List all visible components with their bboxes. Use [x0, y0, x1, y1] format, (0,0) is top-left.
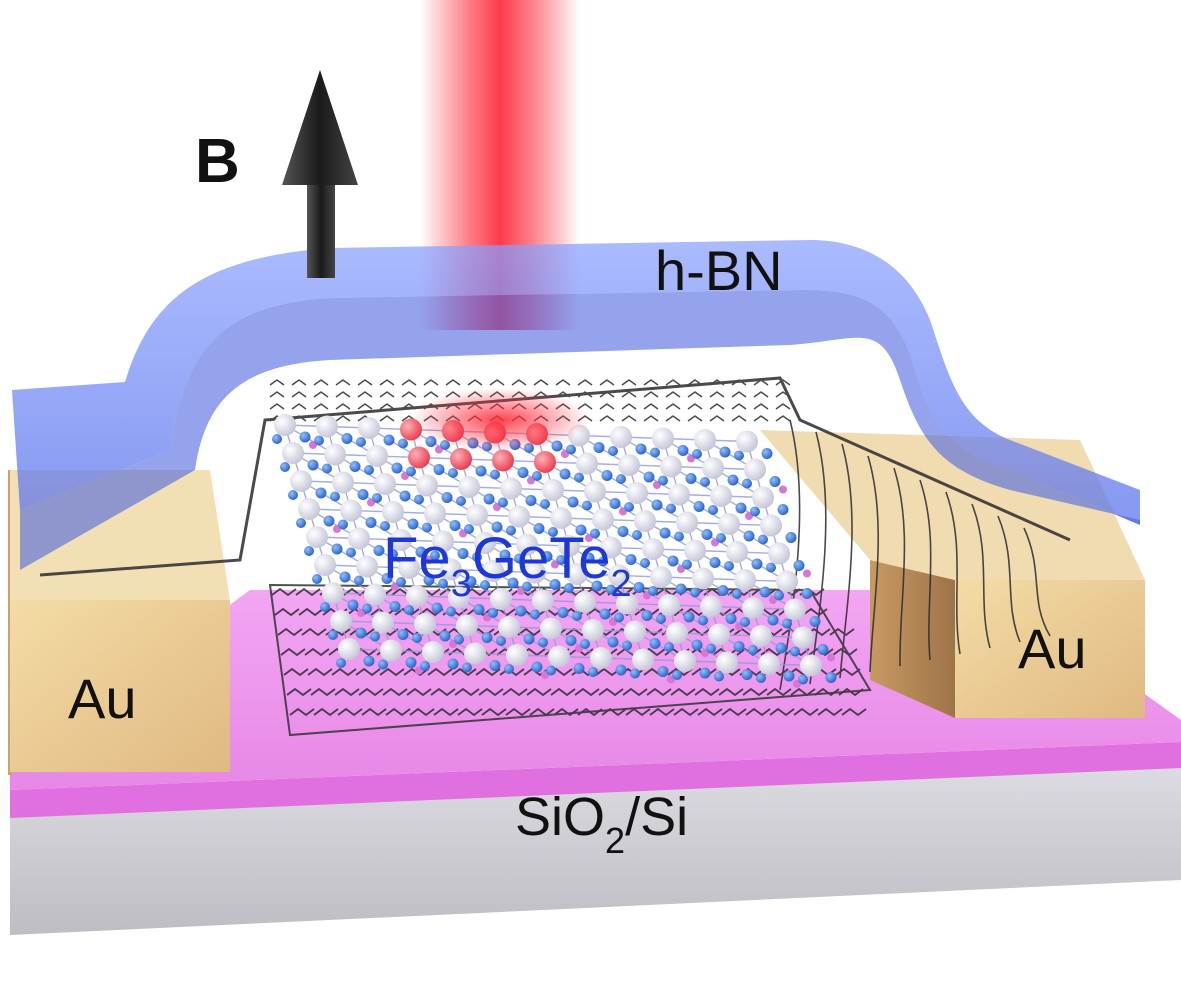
fe3gete2-crystal: [272, 414, 837, 688]
substrate-si: /Si: [625, 787, 688, 847]
field-label: B: [195, 127, 240, 196]
au-label-right: Au: [1018, 617, 1087, 680]
au-label-left: Au: [68, 667, 137, 730]
formula-gete: GeTe: [472, 526, 611, 591]
formula-fe-subscript: 3: [451, 563, 472, 605]
up-arrow-icon: [282, 70, 358, 278]
formula-fe: Fe: [383, 526, 451, 591]
formula-te-subscript: 2: [610, 563, 631, 605]
substrate-sio: SiO: [515, 787, 605, 847]
fe3gete2-label: Fe3GeTe2: [383, 526, 632, 605]
gold-contact-right: [760, 430, 1145, 718]
substrate-label: SiO2/Si: [515, 787, 688, 861]
hbn-label: h-BN: [655, 239, 783, 302]
laser-spot: [410, 388, 590, 452]
hbn-layer: [12, 240, 1140, 570]
substrate-subscript: 2: [605, 820, 625, 861]
